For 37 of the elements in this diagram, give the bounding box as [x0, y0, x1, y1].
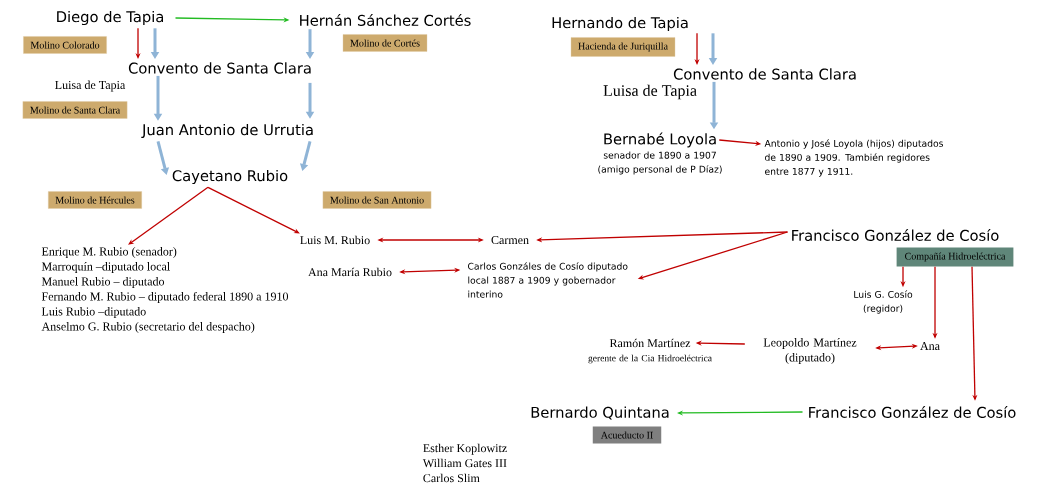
person-name: Convento de Santa Clara — [128, 62, 311, 74]
label-box: Molino de Cortés — [342, 34, 428, 52]
person-name: Cayetano Rubio — [172, 169, 288, 185]
label-box: Hacienda de Juriquilla — [570, 37, 676, 57]
label-text: Luisa de Tapia — [55, 80, 126, 92]
arrow — [128, 186, 209, 245]
person-name: Ana — [920, 342, 940, 350]
person-name: Ramón Martínez — [609, 338, 691, 348]
caption-text: senador de 1890 a 1907 (amigo personal de P Díaz) — [598, 151, 722, 175]
name-list: Enrique M. Rubio (senador) Marroquín –diputado local Manuel Rubio – diputado Fernando M. Rubio – diputado federal 1890 a 1910 Luis Rubio –diputado Anselmo G. Rubio (secretario del despacho) — [41, 247, 289, 333]
person-name: Hernando de Tapia — [552, 16, 688, 32]
label-box: Molino de Santa Clara — [22, 101, 128, 119]
arrow — [207, 186, 300, 234]
person-name: Diego de Tapia — [57, 10, 163, 26]
arrow — [156, 140, 170, 175]
caption-text: gerente de la Cia Hidroeléctrica — [588, 354, 712, 364]
person-name: Hernán Sánchez Cortés — [300, 14, 471, 26]
person-name: Francisco González de Cosío — [792, 229, 999, 241]
person-name: Bernabé Loyola — [604, 132, 716, 148]
name-list: Esther Koplowitz William Gates III Carlos Slim — [422, 443, 507, 483]
person-name: Ana María Rubio — [308, 267, 392, 277]
label-box: Acueducto II — [592, 426, 662, 444]
person-name: Juan Antonio de Urrutia — [141, 123, 313, 139]
person-name: Francisco González de Cosío — [809, 406, 1016, 418]
note-text: Antonio y José Loyola (hijos) diputados de 1890 a 1909. También regidores entre 1877 y 1911. — [764, 139, 943, 177]
label-box: Molino de Hércules — [48, 191, 142, 209]
person-name: Convento de Santa Clara — [673, 68, 856, 80]
person-name: Leopoldo Martínez (diputado) — [763, 338, 857, 364]
label-box: Compañía Hidroeléctrica — [896, 247, 1014, 267]
label-box: Molino Colorado — [23, 36, 107, 54]
person-name: Bernardo Quintana — [531, 406, 669, 420]
note-text: Carlos Gonzáles de Cosío diputado local 1887 a 1909 y gobernador interino — [468, 262, 628, 298]
label-text: Luisa de Tapia — [603, 84, 697, 100]
person-name: Luis M. Rubio — [300, 235, 370, 245]
note-text: Luis G. Cosío (regidor) — [854, 290, 913, 314]
person-name: Carmen — [491, 235, 529, 244]
label-box: Molino de San Antonio — [322, 191, 432, 209]
